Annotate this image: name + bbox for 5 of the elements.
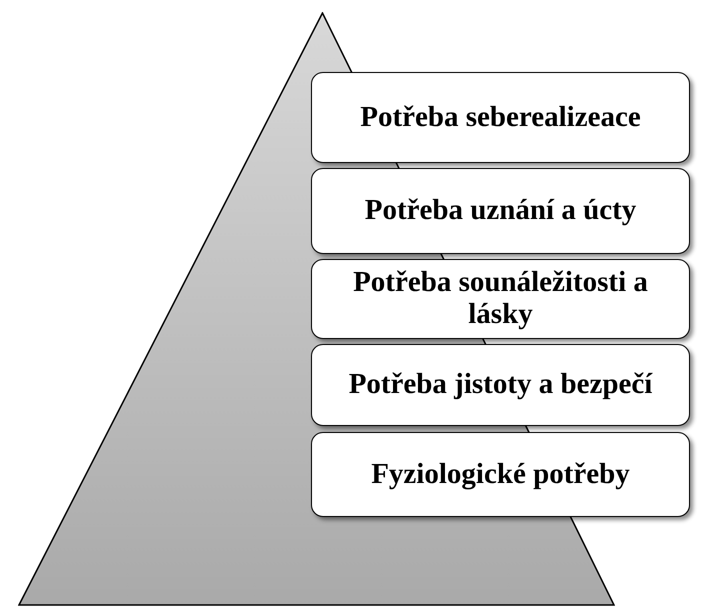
level-box: Potřeba sounáležitosti a lásky: [311, 259, 690, 339]
level-box: Potřeba uznání a úcty: [311, 168, 690, 254]
level-box: Fyziologické potřeby: [311, 432, 690, 517]
level-box: Potřeba seberealizeace: [311, 72, 690, 163]
level-box: Potřeba jistoty a bezpečí: [311, 344, 690, 426]
